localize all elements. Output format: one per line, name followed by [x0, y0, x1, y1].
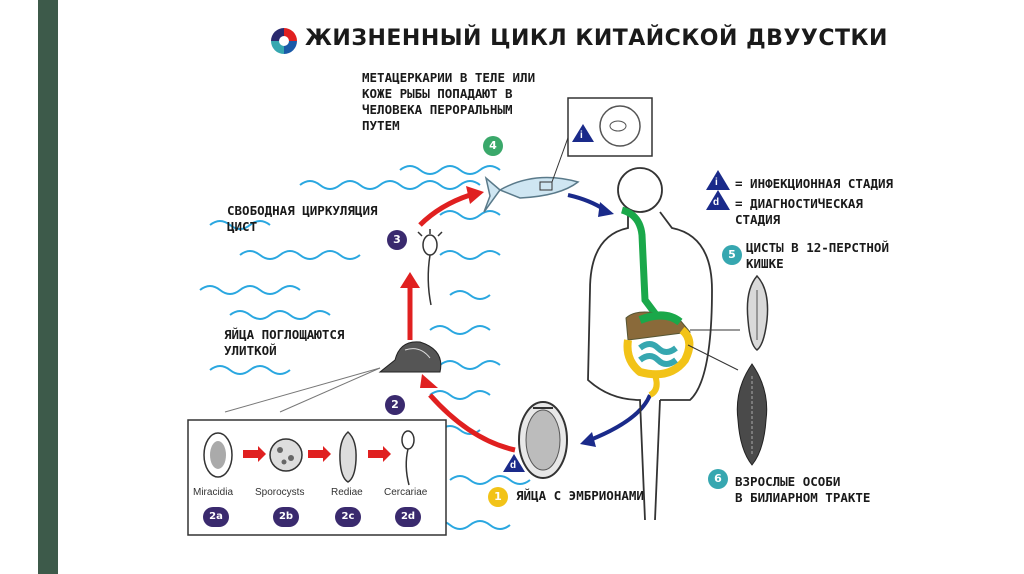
cyst-icon [746, 274, 769, 351]
stage-badge-2d: 2d [395, 507, 421, 527]
legend-infective-letter: i [715, 177, 718, 188]
step-badge-5: 5 [722, 245, 742, 265]
stage-label-rediae: Rediae [331, 487, 363, 498]
step2-label: ЯЙЦА ПОГЛОЩАЮТСЯ УЛИТКОЙ [224, 327, 345, 358]
step-badge-4: 4 [483, 136, 503, 156]
digestive-tract [620, 206, 694, 398]
arrow-head [598, 202, 614, 217]
stage-badge-2b: 2b [273, 507, 299, 527]
legend-infective-label: = ИНФЕКЦИОННАЯ СТАДИЯ [735, 176, 894, 191]
water-waves [199, 165, 531, 530]
egg-icon [518, 401, 568, 479]
cercaria-icon [417, 229, 443, 306]
red-arrows [407, 192, 516, 453]
legend-diagnostic-label: = ДИАГНОСТИЧЕСКАЯ СТАДИЯ [735, 196, 863, 227]
step4-label: МЕТАЦЕРКАРИИ В ТЕЛЕ ИЛИ КОЖЕ РЫБЫ ПОПАДА… [362, 70, 536, 133]
stage-badge-2c: 2c [335, 507, 361, 527]
step-badge-6: 6 [708, 469, 728, 489]
arrow-head [580, 432, 596, 447]
step-badge-3: 3 [387, 230, 407, 250]
legend-diagnostic-letter: d [713, 197, 720, 208]
fish-icon [483, 109, 580, 213]
inset-infective-symbol [572, 124, 594, 142]
logo-icon [271, 28, 297, 54]
callout-line [224, 367, 381, 413]
metacercaria-inset [567, 97, 653, 157]
side-bar [38, 0, 58, 574]
page-title: ЖИЗНЕННЫЙ ЦИКЛ КИТАЙСКОЙ ДВУУСТКИ [305, 26, 888, 51]
egg-diagnostic-symbol [503, 454, 525, 472]
arrow-head [400, 272, 420, 288]
egg-diagnostic-letter: d [510, 460, 517, 471]
snail-icon [378, 341, 442, 373]
step-badge-2: 2 [385, 395, 405, 415]
inset-infective-letter: i [580, 130, 583, 141]
arrow-head [420, 374, 438, 388]
step6-label: ВЗРОСЛЫЕ ОСОБИ В БИЛИАРНОМ ТРАКТЕ [735, 474, 871, 505]
arrow-head [466, 186, 484, 204]
adult-fluke-icon [736, 363, 768, 466]
stage-badge-2a: 2a [203, 507, 229, 527]
callout-line [279, 367, 381, 413]
larval-stages-box [187, 419, 447, 536]
stage-label-cercariae: Cercariae [384, 487, 428, 498]
callout-line [687, 344, 739, 371]
legend-infective-symbol [706, 170, 730, 190]
step-badge-1: 1 [488, 487, 508, 507]
stage-label-sporocysts: Sporocysts [255, 487, 305, 498]
human-body-icon [587, 167, 713, 521]
step3-label: СВОБОДНАЯ ЦИРКУЛЯЦИЯ ЦИСТ [227, 203, 378, 234]
step1-label: ЯЙЦА С ЭМБРИОНАМИ [516, 488, 644, 503]
legend-diagnostic-symbol [706, 190, 730, 210]
stage-label-miracidia: Miracidia [193, 487, 234, 498]
step5-label: ЦИСТЫ В 12-ПЕРСТНОЙ КИШКЕ [746, 240, 889, 271]
